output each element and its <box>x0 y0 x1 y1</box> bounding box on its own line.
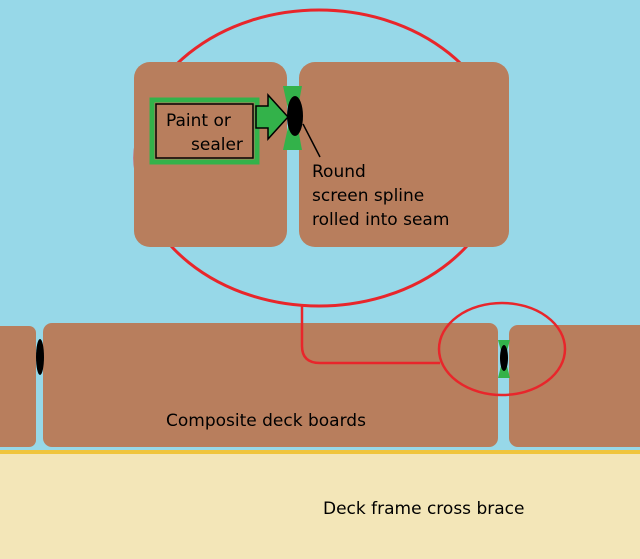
magnified-spline <box>287 96 303 136</box>
callout-small-circle <box>437 301 567 397</box>
paint-label-line1: Paint or <box>166 111 231 131</box>
deck-board-middle <box>43 323 498 447</box>
deck-board-right <box>509 325 640 447</box>
spline-label-line2: screen spline <box>312 186 425 206</box>
spline-label: Round screen spline rolled into seam <box>312 160 449 232</box>
frame-top-edge <box>0 450 640 454</box>
paint-label-box <box>149 97 260 165</box>
spline-label-line3: rolled into seam <box>312 210 450 230</box>
magnified-view <box>134 62 509 247</box>
cross-brace-label: Deck frame cross brace <box>323 499 525 519</box>
callout-connector <box>300 305 440 365</box>
deck-boards-label: Composite deck boards <box>166 411 366 431</box>
deck-board-left <box>0 326 36 447</box>
frame-cross-brace <box>0 452 640 559</box>
paint-label-line2: sealer <box>191 135 243 155</box>
seam-spline-right <box>500 345 508 371</box>
paint-sealer-label: Paint or sealer <box>166 109 243 157</box>
right-arrow-icon <box>255 93 290 141</box>
magnified-board-left <box>134 62 287 247</box>
spline-pointer-line <box>302 123 321 158</box>
magnified-board-right <box>299 62 509 247</box>
seam-spline-left <box>36 339 44 375</box>
spline-label-line1: Round <box>312 162 366 182</box>
